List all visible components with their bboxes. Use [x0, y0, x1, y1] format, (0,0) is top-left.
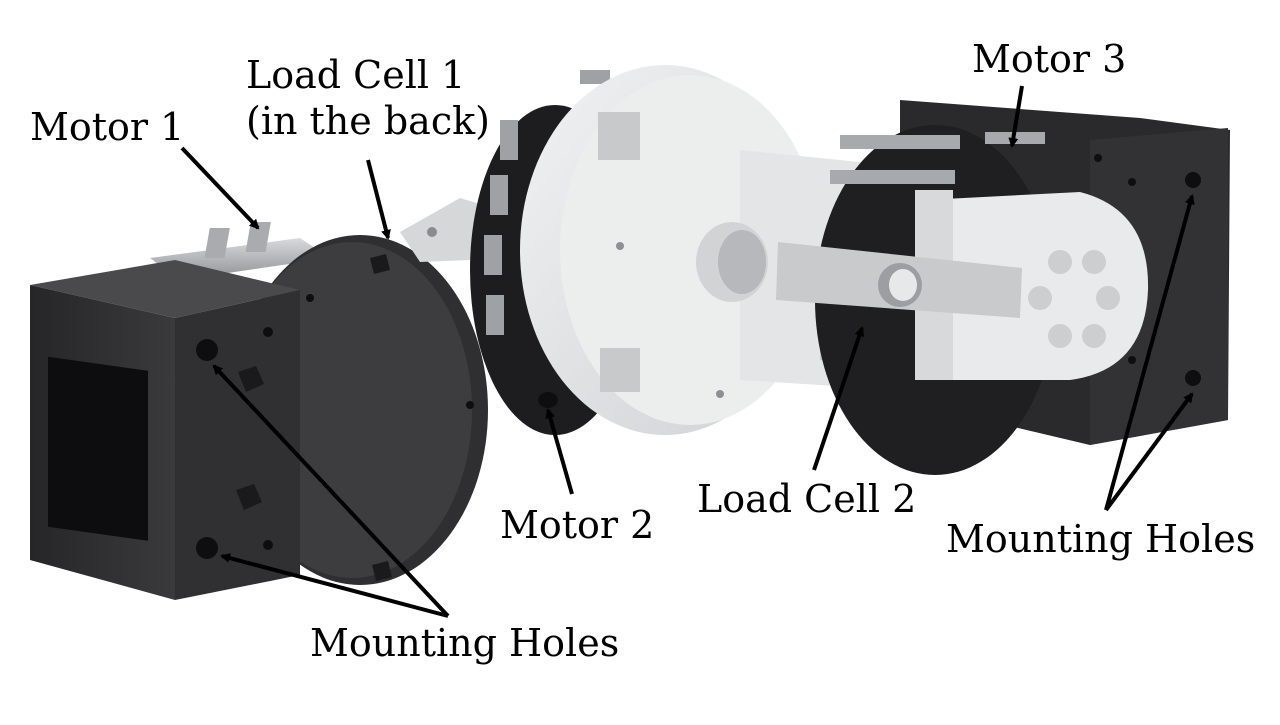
label-motor-3: Motor 3 [972, 37, 1127, 81]
load-cell-2 [776, 242, 1022, 318]
callout-arrows [180, 85, 1195, 618]
label-load-cell-2: Load Cell 2 [697, 477, 917, 521]
arrow-motor-1 [180, 146, 260, 230]
arrow-mounting-hole [212, 364, 450, 618]
mounting-hole [196, 339, 218, 361]
mounting-hole [1185, 370, 1201, 386]
label-load-cell-1-line2: (in the back) [246, 99, 490, 143]
arrow-motor-2 [545, 408, 574, 495]
motor-1-box-top [30, 260, 300, 318]
arrow-motor-3 [1008, 85, 1024, 148]
motor-1-cable-port [48, 356, 148, 541]
label-mounting-holes-right: Mounting Holes [946, 517, 1256, 561]
mounting-hole [1185, 172, 1201, 188]
mounting-hole [196, 537, 218, 559]
arrow-mounting-hole [220, 553, 449, 618]
output-bracket [915, 190, 1149, 380]
motor-1-box-front [175, 290, 300, 600]
arrow-mounting-hole [1104, 392, 1194, 512]
label-load-cell-1: Load Cell 1 (in the back) [246, 52, 490, 144]
arrow-load-cell-1 [366, 159, 391, 240]
label-load-cell-1-line1: Load Cell 1 [246, 53, 466, 97]
label-motor-2: Motor 2 [500, 503, 655, 547]
arrow-mounting-hole [1104, 194, 1195, 511]
label-mounting-holes-left: Mounting Holes [310, 621, 620, 665]
motor-3-fins [830, 132, 1045, 184]
arrow-load-cell-2 [812, 326, 865, 471]
motor-1 [30, 222, 488, 600]
label-motor-1: Motor 1 [30, 105, 185, 149]
motor-2-fins [484, 70, 610, 335]
